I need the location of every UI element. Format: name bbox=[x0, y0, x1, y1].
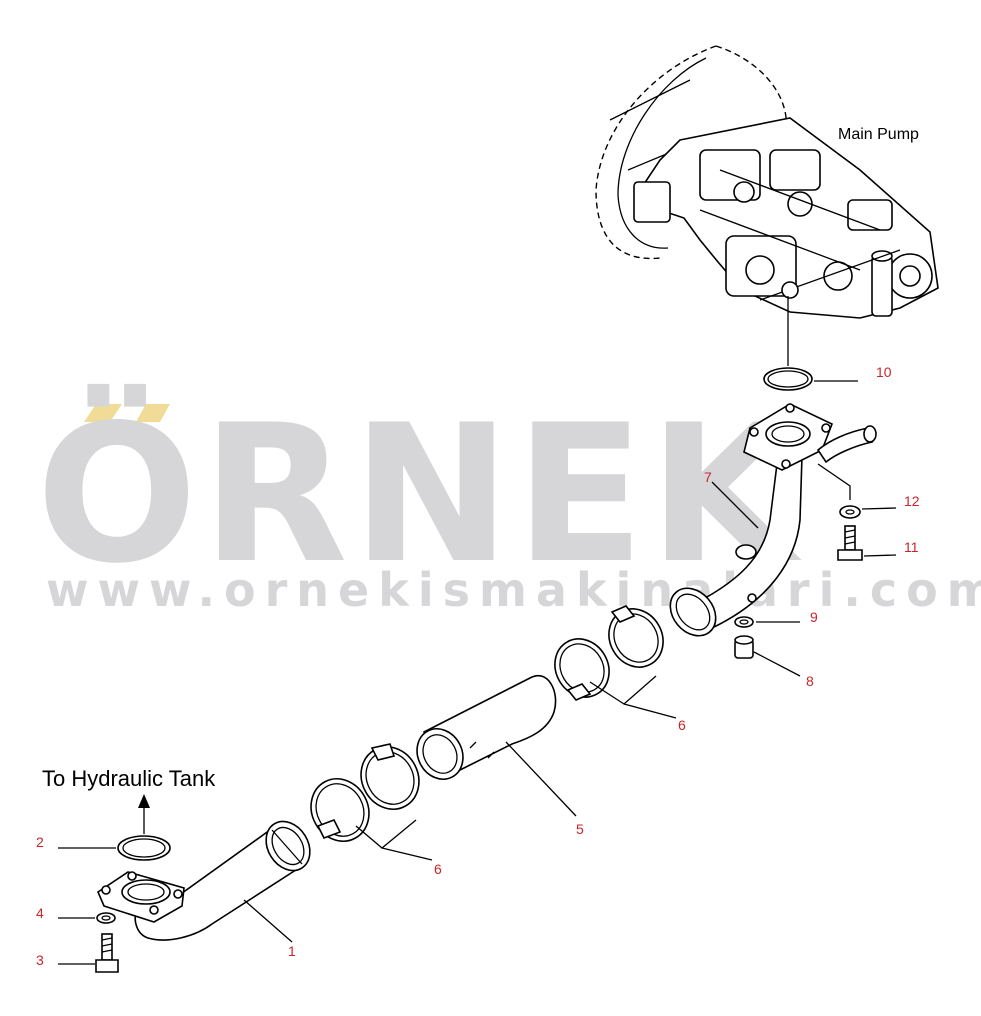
watermark-accent-left bbox=[84, 404, 122, 422]
callout-12: 12 bbox=[904, 493, 920, 509]
part-6-clamps-lower bbox=[310, 743, 433, 861]
watermark: ÖRNEK www.ornekismakinalari.com.tr bbox=[36, 383, 981, 617]
callout-3: 3 bbox=[36, 952, 44, 968]
callout-8: 8 bbox=[806, 673, 814, 689]
part-11-bolt bbox=[837, 525, 897, 561]
part-5-hose bbox=[416, 675, 577, 817]
part-8-plug bbox=[734, 635, 801, 677]
part-12-washer bbox=[839, 505, 897, 519]
tank-arrow bbox=[138, 794, 150, 834]
part-1-elbow-pipe bbox=[97, 820, 311, 943]
callout-6-lower: 6 bbox=[434, 861, 442, 877]
callout-4: 4 bbox=[36, 905, 44, 921]
part-7-elbow-pipe bbox=[669, 403, 877, 637]
callout-5: 5 bbox=[576, 821, 584, 837]
watermark-logo: ÖRNEK bbox=[36, 383, 802, 605]
callout-11: 11 bbox=[904, 539, 919, 555]
part-3-bolt bbox=[58, 933, 119, 973]
part-4-washer bbox=[58, 912, 116, 924]
callout-2: 2 bbox=[36, 834, 44, 850]
part-2-o-ring bbox=[58, 835, 171, 861]
to-hydraulic-tank-label: To Hydraulic Tank bbox=[42, 766, 216, 791]
watermark-url: www.ornekismakinalari.com.tr bbox=[46, 563, 981, 617]
callout-7: 7 bbox=[704, 469, 712, 485]
callout-6-upper: 6 bbox=[678, 717, 686, 733]
callout-1: 1 bbox=[288, 943, 296, 959]
main-pump-label: Main Pump bbox=[838, 126, 919, 143]
callout-10: 10 bbox=[876, 364, 892, 380]
part-10-o-ring bbox=[763, 367, 858, 391]
watermark-accent-right bbox=[136, 404, 170, 422]
main-pump-drawing bbox=[595, 45, 939, 366]
part-6-clamps-upper bbox=[554, 605, 677, 719]
callout-9: 9 bbox=[810, 609, 818, 625]
part-9-washer bbox=[734, 616, 800, 628]
